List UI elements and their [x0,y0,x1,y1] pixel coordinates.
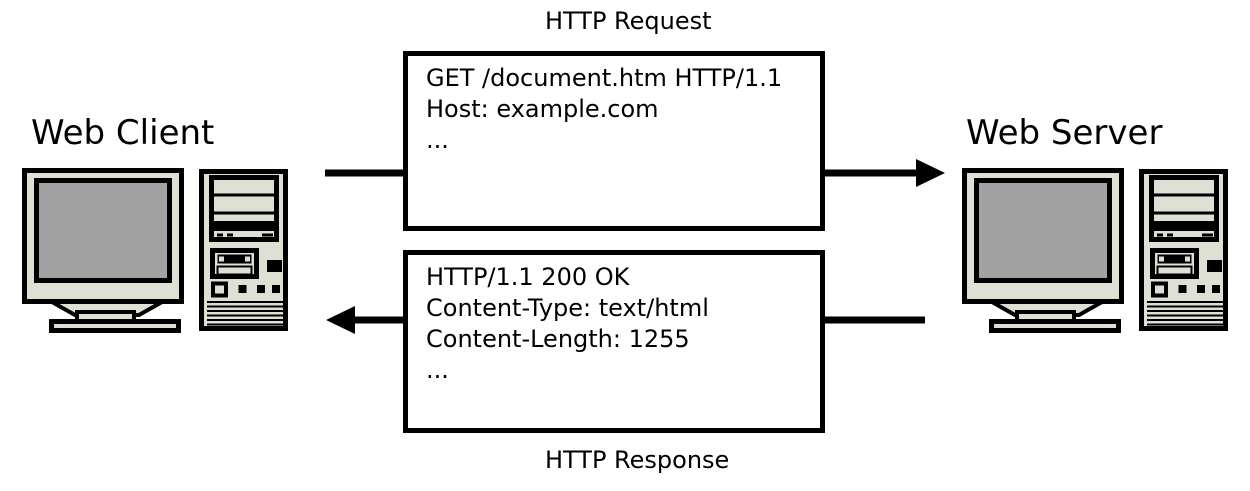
request-line: Host: example.com [426,95,659,123]
http-request-box: GET /document.htm HTTP/1.1 Host: example… [403,51,825,231]
server-tower-vents [1147,301,1223,326]
response-line: Content-Length: 1255 [426,325,690,353]
client-tower-icon [199,169,288,331]
server-tower-icon [1139,169,1228,331]
http-request-label: HTTP Request [545,7,712,35]
request-line: GET /document.htm HTTP/1.1 [426,64,783,92]
request-arrowhead-icon [916,159,945,187]
server-monitor-icon [962,168,1124,333]
web-server-computer-icon [962,168,1228,333]
response-line: ... [426,356,449,384]
client-monitor-icon [22,168,184,333]
response-line: Content-Type: text/html [426,294,709,322]
web-server-label: Web Server [966,113,1163,153]
client-tower-vents [207,301,283,326]
response-arrowhead-icon [326,306,355,334]
http-response-box: HTTP/1.1 200 OK Content-Type: text/html … [403,250,825,433]
web-client-label: Web Client [31,113,215,153]
request-line: ... [426,126,449,154]
response-line: HTTP/1.1 200 OK [426,263,630,291]
http-response-label: HTTP Response [545,446,730,474]
web-client-computer-icon [22,168,288,333]
